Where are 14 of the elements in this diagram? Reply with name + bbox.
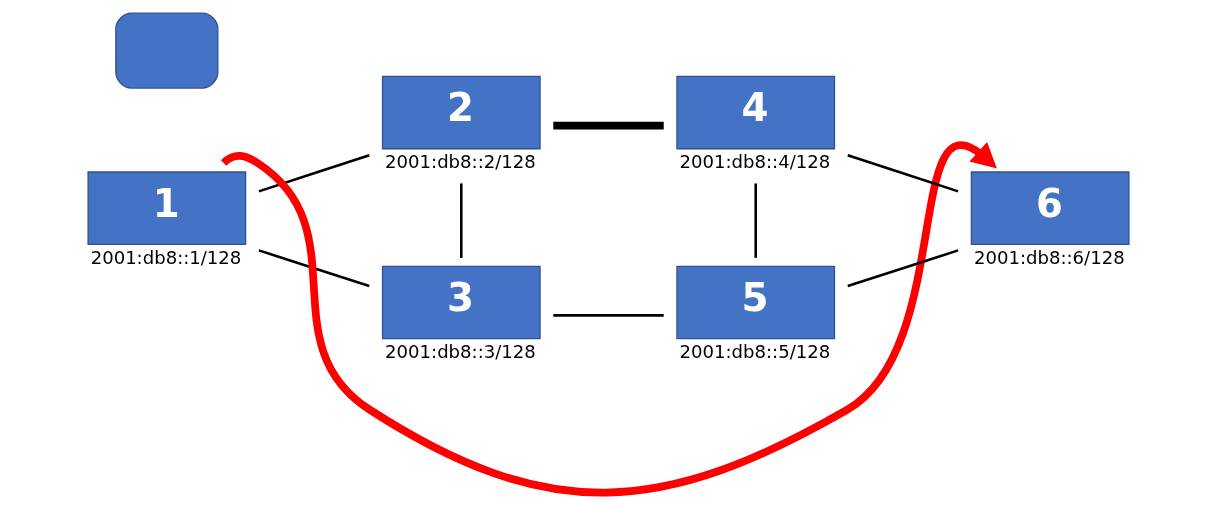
connector	[754, 183, 757, 258]
connector	[847, 154, 959, 193]
connector	[553, 314, 664, 317]
node-label: 2001:db8::1/128	[90, 246, 242, 268]
connector	[258, 249, 370, 288]
connector	[258, 154, 370, 193]
node-label: 2001:db8::2/128	[385, 151, 536, 173]
connector	[460, 183, 463, 258]
node-label: 2001:db8::6/128	[973, 246, 1125, 268]
node-box	[115, 12, 219, 89]
node-label: 2001:db8::4/128	[679, 151, 831, 173]
node-label: 2001:db8::3/128	[385, 341, 536, 363]
connector	[847, 249, 959, 288]
node-label: 2001:db8::5/128	[679, 341, 831, 363]
